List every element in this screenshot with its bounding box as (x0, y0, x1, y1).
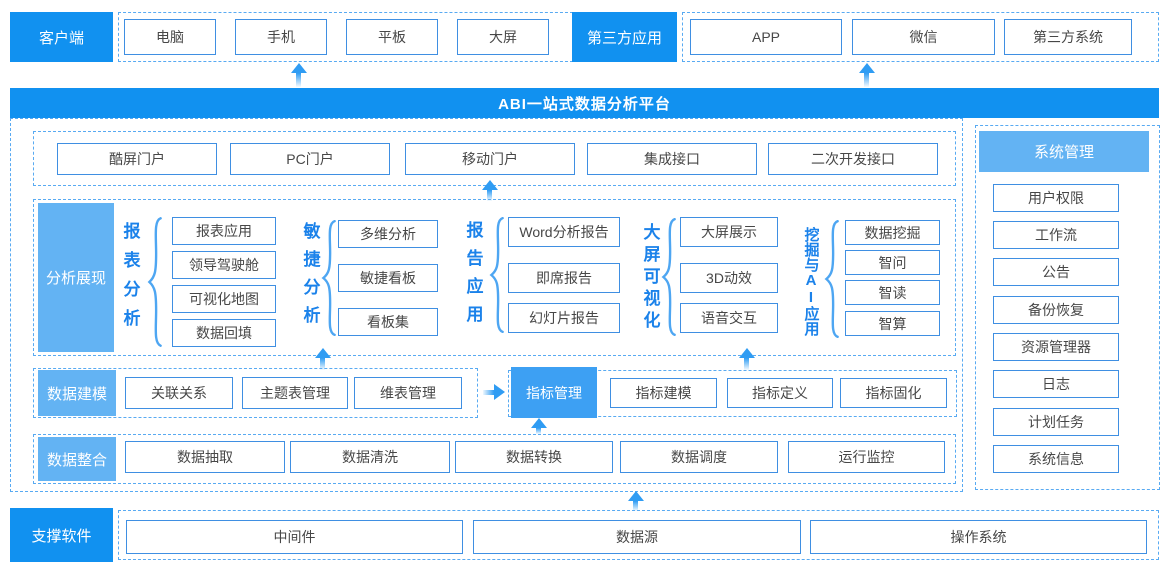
analysis-node: 多维分析 (338, 220, 438, 248)
modeling-section-label: 数据建模 (38, 370, 116, 416)
up-arrow-icon (627, 491, 644, 511)
system-node: 备份恢复 (993, 296, 1119, 324)
up-arrow-icon (858, 63, 875, 87)
support-section-label: 支撑软件 (10, 508, 113, 562)
analysis-section-label: 分析展现 (38, 203, 114, 352)
thirdparty-node-app: APP (690, 19, 842, 55)
brace-icon (488, 217, 506, 333)
portal-node-pc: PC门户 (230, 143, 390, 175)
analysis-node: 3D动效 (680, 263, 778, 293)
client-node-bigscreen: 大屏 (457, 19, 549, 55)
modeling-node: 维表管理 (354, 377, 462, 409)
analysis-node: Word分析报告 (508, 217, 620, 247)
analysis-node: 即席报告 (508, 263, 620, 293)
system-node: 计划任务 (993, 408, 1119, 436)
support-frame (118, 510, 1159, 560)
analysis-node: 语音交互 (680, 303, 778, 333)
modeling-node: 关联关系 (125, 377, 233, 409)
integration-node: 数据清洗 (290, 441, 450, 473)
analysis-section-frame (33, 199, 956, 356)
analysis-node: 幻灯片报告 (508, 303, 620, 333)
thirdparty-node-system: 第三方系统 (1004, 19, 1132, 55)
integration-frame (33, 434, 956, 484)
support-node-datasource: 数据源 (473, 520, 801, 554)
brace-icon (320, 220, 338, 336)
client-node-pc: 电脑 (124, 19, 216, 55)
integration-node: 运行监控 (788, 441, 945, 473)
system-node: 工作流 (993, 221, 1119, 249)
analysis-node: 数据挖掘 (845, 220, 940, 245)
integration-section-label: 数据整合 (38, 437, 116, 481)
integration-node: 数据抽取 (125, 441, 285, 473)
modeling-node: 主题表管理 (242, 377, 348, 409)
group-label-report-analysis: 报表分析 (120, 222, 140, 338)
analysis-node: 数据回填 (172, 319, 276, 347)
support-node-middleware: 中间件 (126, 520, 463, 554)
analysis-node: 领导驾驶舱 (172, 251, 276, 279)
integration-node: 数据调度 (620, 441, 778, 473)
client-section-label: 客户端 (10, 12, 113, 62)
client-node-tablet: 平板 (346, 19, 438, 55)
group-label-mining-ai: 挖掘与AI应用 (802, 226, 820, 336)
indicator-node: 指标固化 (840, 378, 947, 408)
indicator-frame (508, 370, 957, 417)
brace-icon (660, 218, 678, 336)
platform-main-frame (10, 118, 963, 492)
indicator-management-highlight: 指标管理 (511, 367, 597, 418)
thirdparty-node-wechat: 微信 (852, 19, 995, 55)
group-label-report-app: 报告应用 (463, 221, 483, 333)
system-sidebar-frame (975, 125, 1160, 490)
system-section-label: 系统管理 (979, 131, 1149, 172)
analysis-node: 敏捷看板 (338, 264, 438, 292)
modeling-frame (33, 368, 478, 418)
portal-node-mobile: 移动门户 (405, 143, 575, 175)
system-node: 日志 (993, 370, 1119, 398)
up-arrow-icon (290, 63, 307, 87)
group-label-agile-analysis: 敏捷分析 (300, 222, 320, 334)
brace-icon (146, 217, 164, 347)
up-arrow-icon (530, 418, 547, 434)
system-node: 系统信息 (993, 445, 1119, 473)
platform-banner: ABI一站式数据分析平台 (10, 88, 1159, 118)
system-node: 用户权限 (993, 184, 1119, 212)
brace-icon (823, 220, 841, 338)
right-arrow-icon (483, 384, 505, 400)
up-arrow-icon (314, 348, 331, 370)
thirdparty-group-frame (682, 12, 1159, 62)
system-node: 公告 (993, 258, 1119, 286)
integration-node: 数据转换 (455, 441, 613, 473)
portal-node-coolscreen: 酷屏门户 (57, 143, 217, 175)
analysis-node: 智算 (845, 311, 940, 336)
up-arrow-icon (738, 348, 755, 370)
analysis-node: 报表应用 (172, 217, 276, 245)
group-label-bigscreen-visual: 大屏可视化 (640, 223, 660, 333)
indicator-node: 指标定义 (727, 378, 833, 408)
client-node-mobile: 手机 (235, 19, 327, 55)
analysis-node: 智问 (845, 250, 940, 275)
analysis-node: 看板集 (338, 308, 438, 336)
analysis-node: 大屏展示 (680, 217, 778, 247)
portal-node-dev-api: 二次开发接口 (768, 143, 938, 175)
portal-node-integration-api: 集成接口 (587, 143, 757, 175)
support-node-os: 操作系统 (810, 520, 1147, 554)
system-node: 资源管理器 (993, 333, 1119, 361)
thirdparty-section-label: 第三方应用 (572, 12, 677, 62)
analysis-node: 可视化地图 (172, 285, 276, 313)
indicator-node: 指标建模 (610, 378, 717, 408)
analysis-node: 智读 (845, 280, 940, 305)
up-arrow-icon (481, 180, 498, 201)
